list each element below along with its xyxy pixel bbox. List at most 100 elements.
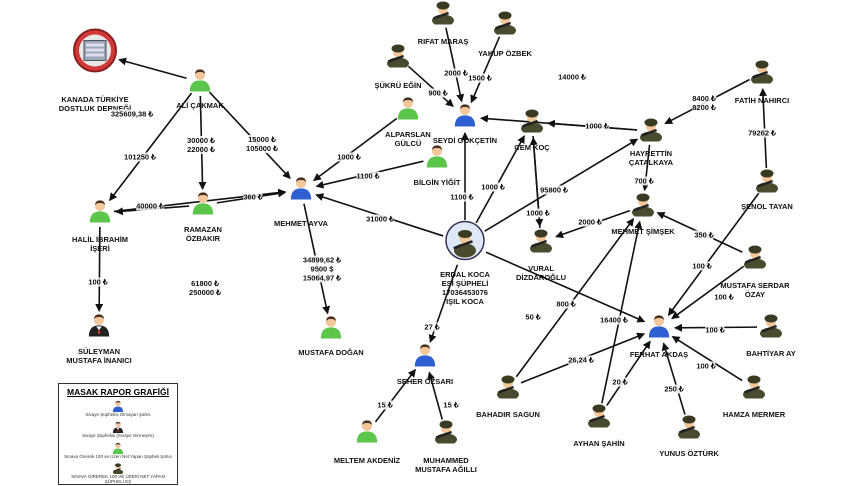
- transfer-arrow-meltem-to-seher: [374, 368, 416, 423]
- transfer-amount-mehmetayva-to-mustafadogan: 34899,62 ₺ 9500 $ 15064,97 ₺: [302, 255, 342, 283]
- legend: MASAK RAPOR GRAFİĞİ Sivaye Şüphelisi Olm…: [58, 383, 178, 485]
- transfer-amount-erdal-to-seydi: 1100 ₺: [450, 192, 474, 202]
- person-label-hamza: HAMZA MERMER: [722, 410, 786, 419]
- person-ayhan-icon: [586, 402, 612, 433]
- transfer-arrow-halil-to-suleyman: [95, 226, 104, 313]
- transfer-amount-mustafaserdar-to-ferhat: 100 ₺: [692, 261, 712, 271]
- person-label-muhammed: MUHAMMED MUSTAFA AĞILLI: [415, 456, 477, 474]
- transfer-amount-ali-to-halil: 101250 ₺: [124, 152, 156, 162]
- transfer-amount-hayrettin-to-mehmetsimsek: 700 ₺: [634, 176, 654, 186]
- transfer-amount-halil-to-suleyman: 100 ₺: [88, 277, 108, 287]
- transfer-arrow-ayhan-to-ferhat: [606, 340, 651, 406]
- transfer-amount-erdal-to-seher: 27 ₺: [424, 322, 440, 332]
- legend-blue-icon: [63, 400, 173, 412]
- legend-title: MASAK RAPOR GRAFİĞİ: [67, 387, 169, 397]
- transfer-amount-ramazan-to-mehmetayva: 360 ₺: [243, 192, 263, 202]
- person-cemkoc-icon: [519, 107, 545, 138]
- legend-item-text: Sivaye Şüphelisi Olmayan Şahıs: [85, 412, 151, 417]
- transfer-arrow-erdal-to-hayrettin: [484, 138, 639, 232]
- person-label-halil: HALİL İBRAHİM İŞERİ: [71, 235, 129, 253]
- transfer-amount-ayhan-to-mehmetsimsek: 16400 ₺: [600, 315, 628, 325]
- legend-suit-icon: [63, 421, 173, 433]
- legend-item-text: Sivaye Şüphelisi (Sıvaye Girmeyen): [82, 433, 154, 438]
- person-label-hayrettin: HAYRETTİN ÇATALKAYA: [628, 149, 674, 167]
- transfer-arrow-erdal-to-ferhat: [485, 251, 646, 323]
- person-hamza-icon: [741, 373, 767, 404]
- person-yunus-icon: [676, 413, 702, 444]
- person-label-seydi: SEYDİ GÖKÇETİN: [432, 136, 498, 145]
- legend-item-text: Sınava Girerek 100 ve Üzeri Net Yapan Şü…: [64, 454, 172, 459]
- person-alparslan-icon: [396, 95, 420, 126]
- transfer-amount-mehmetsimsek-to-vural: 2000 ₺: [578, 217, 602, 227]
- transfer-amount-hayrettin-to-seydi: 14000 ₺: [558, 72, 586, 82]
- transfer-amount-erdal-to-cemkoc: 1000 ₺: [481, 182, 505, 192]
- transfer-arrow-yunus-to-ferhat: [661, 342, 686, 415]
- transfer-amount-meltem-to-seher: 15 ₺: [377, 400, 393, 410]
- person-label-ferhat: FERHAT AKDAŞ: [629, 350, 689, 359]
- person-label-mehmetayva: MEHMET AYVA: [274, 219, 328, 228]
- person-suleyman-icon: [87, 312, 111, 343]
- transfer-arrow-ayhan-to-mehmetsimsek: [601, 220, 643, 404]
- transfer-amount-alparslan-to-mehmetayva: 1000 ₺: [337, 152, 361, 162]
- transfer-amount-yunus-to-ferhat: 250 ₺: [664, 384, 684, 394]
- person-kanada-icon: [72, 28, 118, 79]
- person-vural-icon: [528, 227, 554, 258]
- person-label-seher: SEHER ÖZSARI: [396, 377, 454, 386]
- person-label-ramazan: RAMAZAN ÖZBAKIR: [184, 225, 222, 243]
- person-label-alparslan: ALPARSLAN GÜLCÜ: [385, 130, 431, 148]
- legend-green-icon: [63, 442, 173, 454]
- transfer-arrow-erdal-to-cemkoc: [475, 135, 525, 224]
- person-mustafaserdar-icon: [742, 243, 768, 274]
- person-hayrettin-icon: [638, 116, 664, 147]
- transfer-amount-halil-to-mehmetayva: 61800 ₺ 250000 ₺: [189, 279, 221, 297]
- transfer-amount-sukru-to-seydi: 900 ₺: [428, 88, 448, 98]
- transfer-amount-fatih-to-hayrettin: 8400 ₺ 8200 ₺: [692, 94, 716, 112]
- transfer-arrow-rifat-to-seydi: [445, 27, 465, 103]
- person-ramazan-icon: [191, 190, 215, 221]
- transfer-amount-bahtiyar-to-ferhat: 100 ₺: [705, 325, 725, 335]
- legend-soldier-icon: [63, 462, 173, 475]
- legend-item-green: Sınava Girerek 100 ve Üzeri Net Yapan Şü…: [63, 442, 173, 459]
- person-rifat-icon: [430, 0, 456, 30]
- person-label-rifat: RIFAT MARAŞ: [417, 37, 469, 46]
- person-label-mustafaserdar: MUSTAFA SERDAR ÖZAY: [720, 281, 790, 299]
- transfer-arrow-ali-to-kanada: [118, 57, 187, 80]
- person-mehmetsimsek-icon: [630, 191, 656, 222]
- person-label-mehmetsimsek: MEHMET ŞİMŞEK: [611, 227, 675, 236]
- transfer-arrow-yakup-to-seydi: [470, 36, 501, 104]
- transfer-amount-yakup-to-seydi: 1500 ₺: [468, 73, 492, 83]
- person-label-vural: VURAL DİZDAROĞLU: [516, 264, 566, 282]
- person-label-yakup: YAKUP ÖZBEK: [478, 49, 532, 58]
- transfer-amount-bahadir-to-mehmetsimsek: 800 ₺: [556, 299, 576, 309]
- transfer-arrow-sukru-to-seydi: [407, 65, 454, 107]
- person-label-bahtiyar: BAHTİYAR AY: [746, 349, 796, 358]
- transfer-amount-senol-to-ferhat: 100 ₺: [714, 292, 734, 302]
- person-label-fatih: FATİH NAHIRCI: [734, 96, 790, 105]
- person-senol-icon: [754, 167, 780, 198]
- legend-item-blue: Sivaye Şüphelisi Olmayan Şahıs: [63, 400, 173, 417]
- person-label-meltem: MELTEM AKDENİZ: [333, 456, 401, 465]
- person-mehmetayva-icon: [289, 175, 313, 206]
- transfer-arrow-ali-to-halil: [109, 92, 193, 202]
- person-label-cemkoc: CEM KOÇ: [514, 143, 550, 152]
- transfer-amount-hayrettin-to-cemkoc: 1000 ₺: [585, 121, 609, 131]
- transfer-arrow-senol-to-fatih: [759, 87, 768, 169]
- person-label-bahadir: BAHADIR SAGUN: [476, 410, 540, 419]
- person-ferhat-icon: [647, 313, 671, 344]
- person-fatih-icon: [749, 58, 775, 89]
- person-label-suleyman: SÜLEYMAN MUSTAFA İNANICI: [66, 347, 132, 365]
- person-bahtiyar-icon: [758, 312, 784, 343]
- transfer-arrow-hamza-to-ferhat: [671, 335, 743, 382]
- transfer-arrow-alparslan-to-mehmetayva: [313, 117, 398, 182]
- transfer-arrow-muhammed-to-seher: [427, 371, 444, 420]
- transfer-amount-ali-to-kanada: 325609,38 ₺: [110, 109, 154, 119]
- person-muhammed-icon: [433, 418, 459, 449]
- transfer-amount-ali-to-ramazan: 30000 ₺ 22000 ₺: [187, 136, 215, 154]
- person-label-ali: ALİ ÇAKMAK: [176, 101, 224, 110]
- transfer-amount-bilgin-to-mehmetayva: 1100 ₺: [356, 171, 380, 181]
- transfer-amount-senol-to-fatih: 79262 ₺: [748, 128, 776, 138]
- person-label-sukru: ŞÜKRÜ EĞİN: [374, 81, 422, 90]
- transfer-amount-erdal-to-mehmetayva: 31000 ₺: [366, 214, 394, 224]
- legend-item-text: SINAVA GİREREK 100 VE ÜZERİ NET YAPAN ŞÜ…: [71, 474, 165, 484]
